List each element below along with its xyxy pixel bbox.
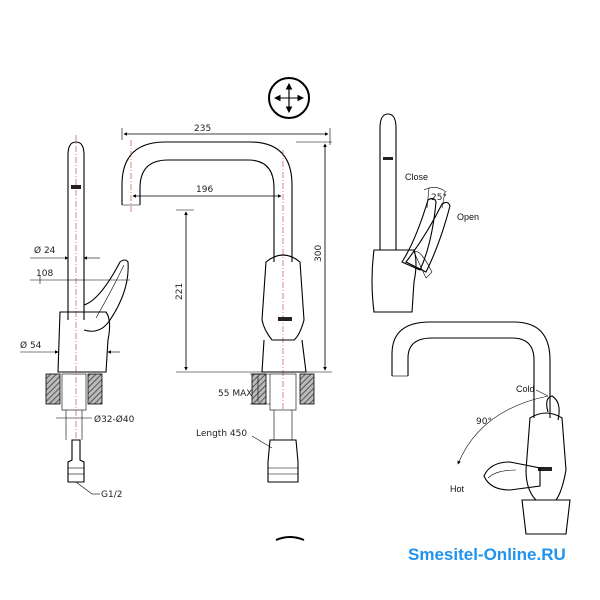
side-spout xyxy=(67,141,85,320)
label-close: Close xyxy=(405,172,428,182)
dim-108: 108 xyxy=(36,269,53,279)
front-body xyxy=(261,254,305,341)
side-counter-left xyxy=(45,373,61,405)
dim-d32-40: Ø32-Ø40 xyxy=(94,414,135,425)
front-logo-badge xyxy=(278,317,292,321)
side-logo-badge xyxy=(71,185,81,189)
dim-196: 196 xyxy=(196,185,213,195)
dim-55max: 55 MAX xyxy=(218,389,252,399)
side-body xyxy=(57,311,111,373)
dim-length450: Length 450 xyxy=(196,429,247,439)
dim-235: 235 xyxy=(194,124,211,134)
handle-side-detail: 25° Close Open xyxy=(371,113,479,313)
front-view: 235 196 221 300 55 MAX Length 450 xyxy=(121,124,332,483)
dim-221: 221 xyxy=(175,283,185,300)
dim-d54: Ø 54 xyxy=(20,340,42,351)
front-spout-outer xyxy=(121,141,293,262)
front-hose-fitting xyxy=(267,439,299,483)
label-hot: Hot xyxy=(450,484,465,494)
front-counter-left xyxy=(251,373,267,405)
watermark: Smesitel-Online.RU xyxy=(408,545,566,564)
perspective-detail: Cold 90° Hot xyxy=(391,321,571,535)
angle-90: 90° xyxy=(476,417,492,427)
label-open: Open xyxy=(457,212,479,222)
dim-d24: Ø 24 xyxy=(34,245,56,256)
dim-g12: G1/2 xyxy=(101,490,122,500)
front-spout-inner xyxy=(139,159,275,262)
front-counter-right xyxy=(299,373,315,405)
side-counter-right xyxy=(87,373,103,405)
angle-25: 25° xyxy=(431,193,447,203)
cross-arrows-symbol xyxy=(268,77,310,119)
dim-300: 300 xyxy=(314,245,324,262)
side-handle xyxy=(83,259,129,332)
side-view: Ø 24 108 Ø 54 Ø32-Ø40 G1/2 xyxy=(20,135,135,500)
side-hose-fitting xyxy=(67,439,85,483)
bottom-fragment xyxy=(275,536,305,541)
label-cold: Cold xyxy=(516,384,535,394)
